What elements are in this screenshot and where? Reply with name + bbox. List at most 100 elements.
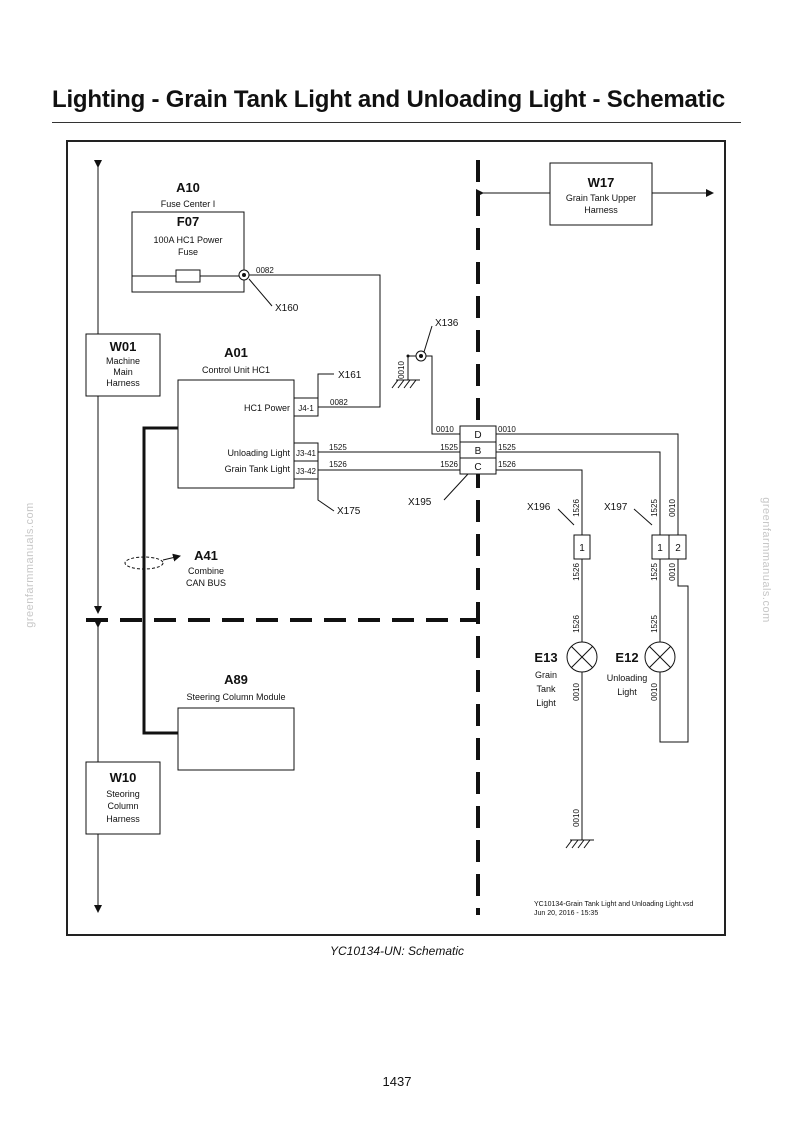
wire-0082-label-top: 0082 (256, 266, 274, 275)
a01-pin-unloading-light: Unloading Light (227, 448, 290, 458)
figure-caption: YC10134-UN: Schematic (329, 944, 465, 958)
svg-text:100A HC1 Power: 100A HC1 Power (153, 235, 222, 245)
w10-label-box: W10 Steoring Column Harness (85, 761, 161, 835)
wire-1526-label-a01: 1526 (329, 460, 347, 469)
wire-0082 (249, 274, 381, 408)
svg-text:Combine: Combine (188, 566, 224, 576)
svg-text:Machine: Machine (106, 356, 140, 366)
svg-text:Control Unit HC1: Control Unit HC1 (202, 365, 270, 375)
x197-wire-1525-label-bottom: 1525 (650, 563, 659, 581)
w10-id: W10 (110, 770, 137, 785)
svg-text:Main: Main (113, 367, 133, 377)
e12-id: E12 (615, 650, 638, 665)
svg-text:X196: X196 (527, 502, 551, 513)
wire-1525-label-right: 1525 (498, 443, 516, 452)
svg-text:Harness: Harness (584, 205, 618, 215)
e13-grain-tank-light: E13 Grain Tank Light (534, 650, 557, 708)
light-wiring (581, 559, 689, 840)
wire-1526-to-x196 (496, 469, 583, 535)
svg-text:J4-1: J4-1 (298, 404, 314, 413)
svg-text:Light: Light (536, 698, 556, 708)
w01-id: W01 (110, 339, 137, 354)
a41-id: A41 (194, 548, 218, 563)
x175-label: X175 (337, 506, 361, 517)
can-bus-wiring (124, 426, 181, 735)
e13-ground-symbol-icon (565, 839, 594, 849)
wire-0010-ground (426, 355, 460, 435)
svg-text:Steoring: Steoring (106, 789, 140, 799)
x197-wire-0010-label-top: 0010 (668, 499, 677, 517)
x195-pin-c: C (474, 462, 481, 473)
x197-wire-1525-label-top: 1525 (650, 499, 659, 517)
a89-steering-column-module: A89 Steering Column Module (177, 672, 295, 771)
e12-lamp-icon (644, 641, 676, 673)
watermark-left: greenfarmmanuals.com (24, 502, 36, 628)
svg-text:Grain: Grain (535, 670, 557, 680)
x195-pin-b: B (475, 446, 482, 457)
svg-text:Harness: Harness (106, 378, 140, 388)
x175-leader (317, 479, 335, 512)
svg-text:Grain Tank Upper: Grain Tank Upper (566, 193, 636, 203)
e12-wire-0010-label: 0010 (650, 683, 659, 701)
svg-text:X160: X160 (275, 303, 299, 314)
e12-unloading-light: E12 Unloading Light (607, 650, 648, 697)
watermark-right: greenfarmmanuals.com (760, 497, 772, 623)
wire-0010-label-left: 0010 (436, 425, 454, 434)
a01-pin-grain-tank-light: Grain Tank Light (225, 464, 291, 474)
x196-connector: 1 X196 (527, 502, 591, 560)
a89-id: A89 (224, 672, 248, 687)
x197-wire-0010-label-bottom: 0010 (668, 563, 677, 581)
svg-text:Tank: Tank (536, 684, 556, 694)
x195-connector: D B C X195 (408, 425, 497, 508)
svg-text:J3-41: J3-41 (296, 449, 317, 458)
x136-ground-symbol (391, 379, 420, 389)
svg-text:Fuse Center I: Fuse Center I (161, 199, 216, 209)
svg-text:J3-42: J3-42 (296, 467, 317, 476)
e13-wire-0010-label: 0010 (572, 683, 581, 701)
svg-text:X195: X195 (408, 497, 432, 508)
wire-1525-label-x195: 1525 (440, 443, 458, 452)
wire-0010-e12-return (659, 559, 689, 743)
page-title: Lighting - Grain Tank Light and Unloadin… (52, 86, 726, 113)
e13-wire-1526-label: 1526 (572, 615, 581, 633)
x196-wire-1526-label-bottom: 1526 (572, 563, 581, 581)
wire-1526-label-right: 1526 (498, 460, 516, 469)
svg-text:Harness: Harness (106, 814, 140, 824)
svg-text:1: 1 (657, 543, 663, 554)
a01-control-unit: A01 Control Unit HC1 HC1 Power Unloading… (177, 345, 319, 489)
svg-text:X197: X197 (604, 502, 628, 513)
a10-id: A10 (176, 180, 200, 195)
x196-wire-1526-label-top: 1526 (572, 499, 581, 517)
svg-text:Unloading: Unloading (607, 673, 648, 683)
wire-1525-label-a01: 1525 (329, 443, 347, 452)
svg-text:Column: Column (107, 801, 138, 811)
f07-id: F07 (177, 214, 199, 229)
svg-text:CAN BUS: CAN BUS (186, 578, 226, 588)
a41-can-bus: A41 Combine CAN BUS (186, 548, 226, 588)
x197-connector: 1 2 X197 (604, 502, 687, 560)
file-note-line1: YC10134-Grain Tank Light and Unloading L… (534, 901, 694, 908)
ground-wire-0010-label: 0010 (572, 809, 581, 827)
w17-id: W17 (588, 175, 615, 190)
x160-connector: X160 (238, 269, 299, 314)
e12-wire-1525-label: 1525 (650, 615, 659, 633)
svg-text:Fuse: Fuse (178, 247, 198, 257)
w17-label-box: W17 Grain Tank Upper Harness (549, 162, 653, 226)
w01-label-box: W01 Machine Main Harness (85, 333, 161, 397)
a10-fuse-center: A10 Fuse Center I F07 100A HC1 Power Fus… (131, 180, 245, 293)
e13-id: E13 (534, 650, 557, 665)
x136-wire-0010-label: 0010 (397, 361, 406, 379)
x195-pin-d: D (474, 430, 481, 441)
a01-id: A01 (224, 345, 248, 360)
e13-lamp-icon (566, 641, 598, 673)
wire-0010-to-x197 (496, 433, 679, 535)
page-number: 1437 (382, 1074, 412, 1089)
svg-text:Steering Column Module: Steering Column Module (186, 692, 285, 702)
svg-text:2: 2 (675, 543, 681, 554)
f07-fuse-symbol (175, 269, 201, 283)
wires-to-x195 (318, 355, 460, 471)
j4-1-pin (293, 397, 319, 417)
wire-0082-label-bottom: 0082 (330, 398, 348, 407)
svg-text:X136: X136 (435, 318, 459, 329)
